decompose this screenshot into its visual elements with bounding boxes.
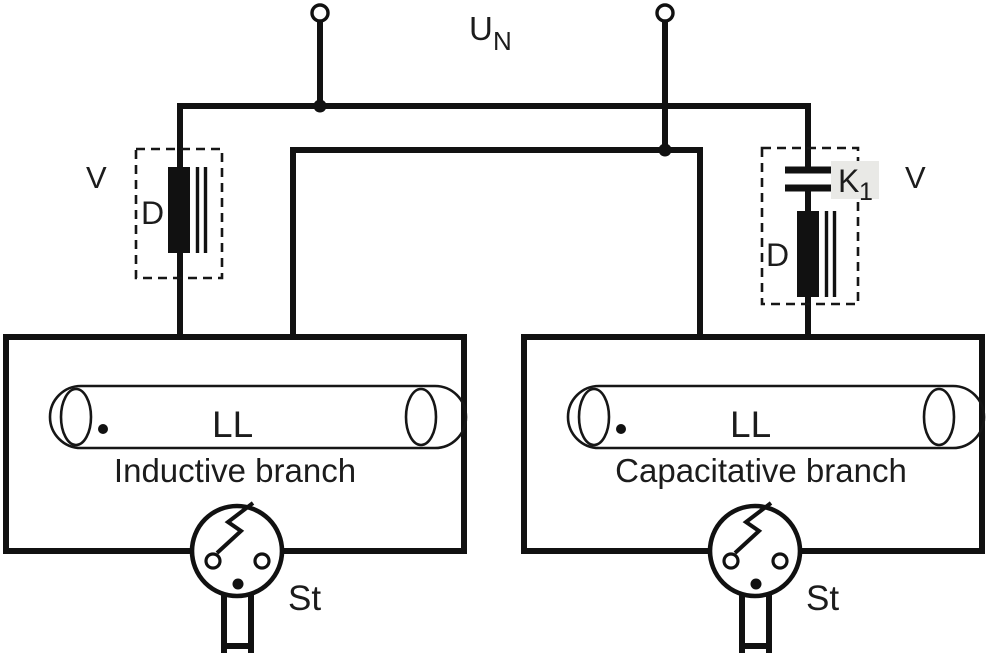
ballast-assembly-right: K 1 D V: [760, 146, 926, 306]
box-label-left: V: [86, 160, 107, 195]
supply-terminal-left: [310, 3, 330, 23]
lamp-loop-wire-right: [521, 334, 985, 554]
supply-voltage-subscript: N: [493, 26, 512, 56]
lamp-tube-left: [48, 384, 468, 450]
lamp-gas-dot-left: [98, 424, 108, 434]
starter-label-right: St: [806, 579, 839, 618]
starter-contact-left-b: [253, 552, 271, 570]
ballast-core-lines-left: [195, 167, 208, 253]
lamp-tube-right: [566, 384, 986, 450]
ballast-dashed-box-left: [134, 147, 224, 280]
supply-voltage-label: U: [469, 10, 493, 47]
lamp-branch-right: LL Capacitative branch St: [521, 334, 986, 653]
capacitor-plates: [785, 166, 831, 192]
capacitor-label-highlight: [831, 161, 879, 199]
lamp-electrode-right-b: [922, 387, 956, 447]
starter-bimetal-electrode-right: [733, 501, 773, 555]
lamp-electrode-left-a: [59, 387, 93, 447]
phase-bus-wire: [177, 103, 811, 340]
ballast-label-right: D: [766, 237, 789, 273]
starter-body-right: [707, 503, 803, 599]
starter-gas-dot-right: [750, 578, 762, 590]
lamp-electrode-left-b: [404, 387, 438, 447]
branch-label-right: Capacitative branch: [615, 452, 907, 489]
junction-dot-neutral: [658, 143, 672, 157]
supply-section: U N: [177, 3, 811, 340]
lamp-loop-wire-left: [3, 334, 467, 554]
ballast-label-left: D: [141, 195, 164, 231]
neutral-bus-wire: [290, 147, 703, 340]
ballast-winding-right: [797, 211, 819, 297]
starter-contact-left-a: [204, 552, 222, 570]
starter-contact-right-b: [771, 552, 789, 570]
starter-gas-dot-left: [232, 578, 244, 590]
starter-contact-right-a: [722, 552, 740, 570]
lamp-branch-left: LL Inductive branch St: [3, 334, 468, 653]
starter-leads-right: [739, 594, 772, 653]
ballast-core-lines-right: [824, 211, 837, 297]
supply-terminal-right: [655, 3, 675, 23]
junction-dot-phase: [313, 99, 327, 113]
starter-body-left: [189, 503, 285, 599]
ballast-dashed-box-right: [760, 146, 860, 306]
lamp-electrode-right-a: [577, 387, 611, 447]
lamp-gas-dot-right: [616, 424, 626, 434]
starter-bimetal-electrode-left: [215, 501, 255, 555]
lamp-label-left: LL: [212, 404, 253, 445]
starter-leads-left: [221, 594, 254, 653]
box-label-right: V: [905, 160, 926, 195]
capacitor-label: K: [838, 163, 859, 199]
ballast-winding-left: [168, 167, 190, 253]
branch-label-left: Inductive branch: [114, 452, 356, 489]
starter-label-left: St: [288, 579, 321, 618]
capacitor-label-subscript: 1: [859, 178, 873, 206]
ballast-assembly-left: D V: [86, 147, 224, 280]
lamp-label-right: LL: [730, 404, 771, 445]
